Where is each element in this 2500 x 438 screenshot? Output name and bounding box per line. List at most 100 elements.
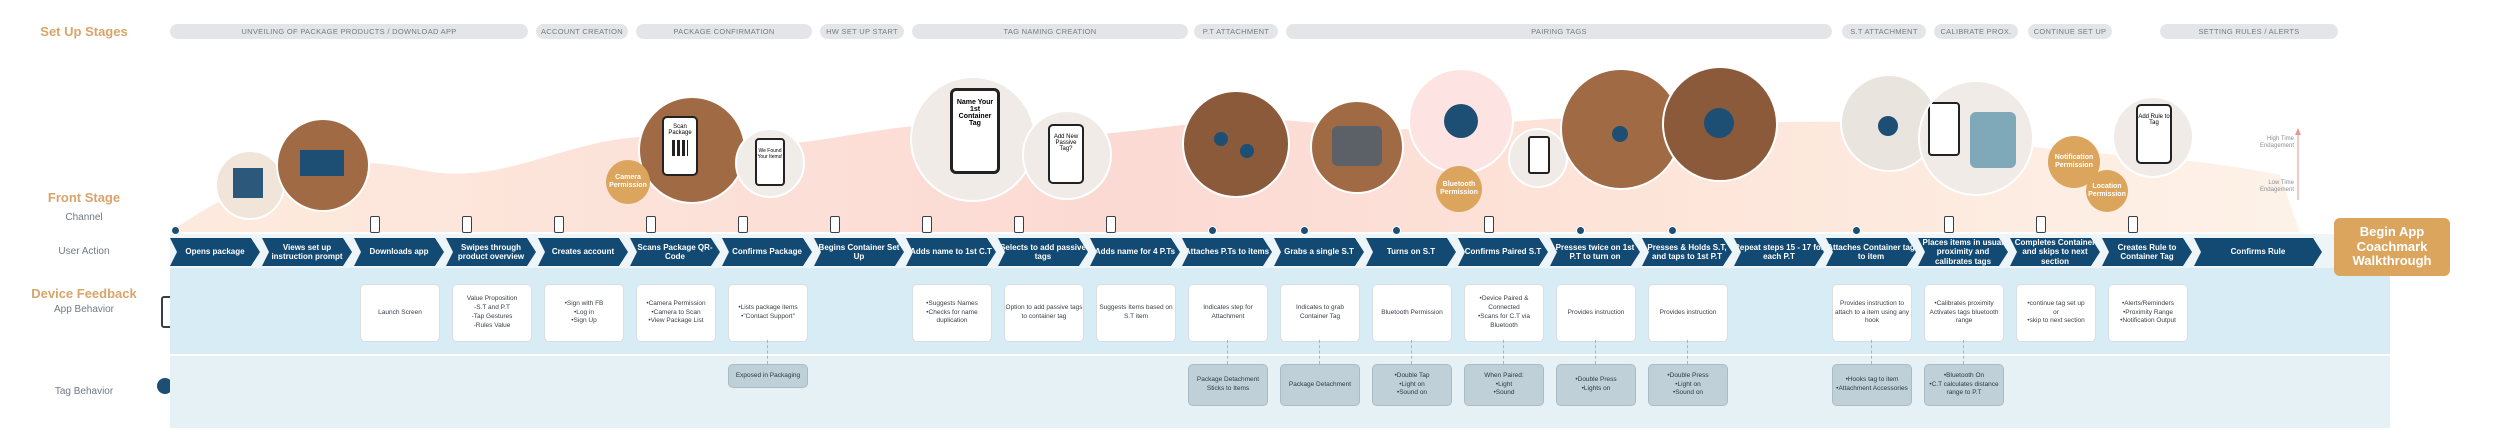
tag-behavior-box: Exposed in Packaging <box>728 364 808 388</box>
tag-behavior-box: •Bluetooth On •C.T calculates distance r… <box>1924 364 2004 406</box>
connector-line <box>1963 340 1964 364</box>
tag-behavior-box: Package Detachment <box>1280 364 1360 406</box>
passive-phone-text: Add New Passive Tag? <box>1053 134 1079 152</box>
user-action-step: Confirms Paired S.T <box>1458 238 1548 266</box>
tag-channel-icon <box>1300 226 1309 235</box>
name-phone-text: Name Your 1st Container Tag <box>956 99 994 127</box>
camera-permission-badge: Camera Permission <box>606 160 650 204</box>
illustration-paired <box>1508 128 1568 188</box>
connector-line <box>1227 340 1228 364</box>
illustration-name-phone: Name Your 1st Container Tag <box>910 76 1036 202</box>
rule-phone-text: Add Rule to Tag <box>2138 114 2170 126</box>
user-action-step: Attaches Container tag to item <box>1826 238 1916 266</box>
phone-channel-icon <box>1944 216 1954 233</box>
connector-line <box>1595 340 1596 364</box>
tag-behavior-box: •Double Press •Lights on <box>1556 364 1636 406</box>
app-behavior-box: •Device Paired & Connected •Scans for C.… <box>1464 284 1544 342</box>
tag-channel-icon <box>1852 226 1861 235</box>
app-behavior-box: •Lists package items •"Contact Support" <box>728 284 808 342</box>
location-permission-badge: Location Permission <box>2086 170 2128 212</box>
app-behavior-box: •Suggests Names •Checks for name duplica… <box>912 284 992 342</box>
scan-phone-text: Scan Package <box>668 124 692 136</box>
tag-behavior-label: Tag Behavior <box>54 386 114 397</box>
channel-label: Channel <box>65 212 103 223</box>
tag-channel-icon <box>1576 226 1585 235</box>
phone-channel-icon <box>922 216 932 233</box>
user-action-step: Repeat steps 15 - 17 for each P.T <box>1734 238 1824 266</box>
stage-pill: Tag Naming Creation <box>912 24 1188 39</box>
begin-walkthrough-box: Begin App Coachmark Walkthrough <box>2334 218 2450 276</box>
low-time-label: Low Time Endagement <box>2259 180 2294 194</box>
tag-behavior-box: When Paired: •Light •Sound <box>1464 364 1544 406</box>
illustration-open-box <box>215 150 285 220</box>
illustration-attach-tags <box>1182 90 1290 198</box>
stage-pill: S.T Attachment <box>1842 24 1926 39</box>
tag-icon <box>157 378 173 394</box>
user-action-step: Attaches P.Ts to items <box>1182 238 1272 266</box>
stage-pill: P.T Attachment <box>1194 24 1278 39</box>
connector-line <box>1687 340 1688 364</box>
connector-line <box>767 340 768 364</box>
user-action-step: Adds name to 1st C.T <box>906 238 996 266</box>
phone-channel-icon <box>1106 216 1116 233</box>
app-behavior-box: Launch Screen <box>360 284 440 342</box>
illustration-press-tag <box>1560 68 1682 190</box>
tag-behavior-box: Package Detachment Sticks to Items <box>1188 364 1268 406</box>
user-action-step: Swipes through product overview <box>446 238 536 266</box>
connector-line <box>1871 340 1872 364</box>
user-action-step: Selects to add passive tags <box>998 238 1088 266</box>
user-action-step: Places items in usual proximity and cali… <box>1918 238 2008 266</box>
user-action-step: Creates account <box>538 238 628 266</box>
app-behavior-box: Indicates to grab Container Tag <box>1280 284 1360 342</box>
stage-pill: Continue Set Up <box>2028 24 2112 39</box>
user-action-step: Presses twice on 1st P.T to turn on <box>1550 238 1640 266</box>
phone-channel-icon <box>1014 216 1024 233</box>
phone-channel-icon <box>554 216 564 233</box>
app-behavior-box: Bluetooth Permission <box>1372 284 1452 342</box>
high-time-label: High Time Endagement <box>2259 136 2294 150</box>
stage-pill: Account Creation <box>536 24 628 39</box>
user-action-step: Scans Package QR-Code <box>630 238 720 266</box>
phone-channel-icon <box>2036 216 2046 233</box>
app-behavior-box: •Alerts/Reminders •Proximity Range •Noti… <box>2108 284 2188 342</box>
tag-behavior-box: •Hooks tag to item •Attachment Accessori… <box>1832 364 1912 406</box>
tag-channel-icon <box>1208 226 1217 235</box>
stage-pill: HW Set Up Start <box>820 24 904 39</box>
user-action-step: Creates Rule to Container Tag <box>2102 238 2192 266</box>
app-behavior-box: Value Proposition -S.T and P.T -Tap Gest… <box>452 284 532 342</box>
user-action-step: Adds name for 4 P.Ts <box>1090 238 1180 266</box>
illustration-scan-phone: Scan Package <box>638 96 746 204</box>
stage-pill: Unveiling of Package Products / Download… <box>170 24 528 39</box>
app-behavior-box: Indicates step for Attachment <box>1188 284 1268 342</box>
user-action-step: Opens package <box>170 238 260 266</box>
user-action-step: Confirms Package <box>722 238 812 266</box>
app-behavior-box: Provides instruction to attach to a item… <box>1832 284 1912 342</box>
app-behavior-box: Suggests Items based on S.T item <box>1096 284 1176 342</box>
illustration-calibrate <box>1918 80 2034 196</box>
setup-stages-title: Set Up Stages <box>40 24 128 39</box>
stage-pill: Pairing Tags <box>1286 24 1832 39</box>
app-behavior-box: Provides instruction <box>1556 284 1636 342</box>
user-action-step: Presses & Holds S.T, and taps to 1st P.T <box>1642 238 1732 266</box>
phone-channel-icon <box>1484 216 1494 233</box>
user-action-step: Downloads app <box>354 238 444 266</box>
tag-behavior-box: •Double Tap •Light on •Sound on <box>1372 364 1452 406</box>
bluetooth-permission-badge: Bluetooth Permission <box>1436 166 1482 212</box>
user-action-step: Begins Container Set Up <box>814 238 904 266</box>
tag-channel-icon <box>1668 226 1677 235</box>
app-behavior-box: •Camera Permission •Camera to Scan •View… <box>636 284 716 342</box>
phone-channel-icon <box>462 216 472 233</box>
illustration-passive-phone: Add New Passive Tag? <box>1022 110 1112 200</box>
illustration-turn-on <box>1408 68 1514 174</box>
illustration-grab-tag <box>1310 100 1404 194</box>
app-behavior-box: Option to add passive tags to container … <box>1004 284 1084 342</box>
app-behavior-label: App Behavior <box>53 304 115 315</box>
tag-channel-icon <box>1392 226 1401 235</box>
phone-channel-icon <box>2128 216 2138 233</box>
phone-channel-icon <box>646 216 656 233</box>
illustration-rule-phone: Add Rule to Tag <box>2112 96 2194 178</box>
app-behavior-box: •Calibrates proximity Activates tags blu… <box>1924 284 2004 342</box>
user-action-step: Views set up instruction prompt <box>262 238 352 266</box>
tag-channel-icon <box>171 226 180 235</box>
app-behavior-box: •Sign with FB •Log in •Sign Up <box>544 284 624 342</box>
